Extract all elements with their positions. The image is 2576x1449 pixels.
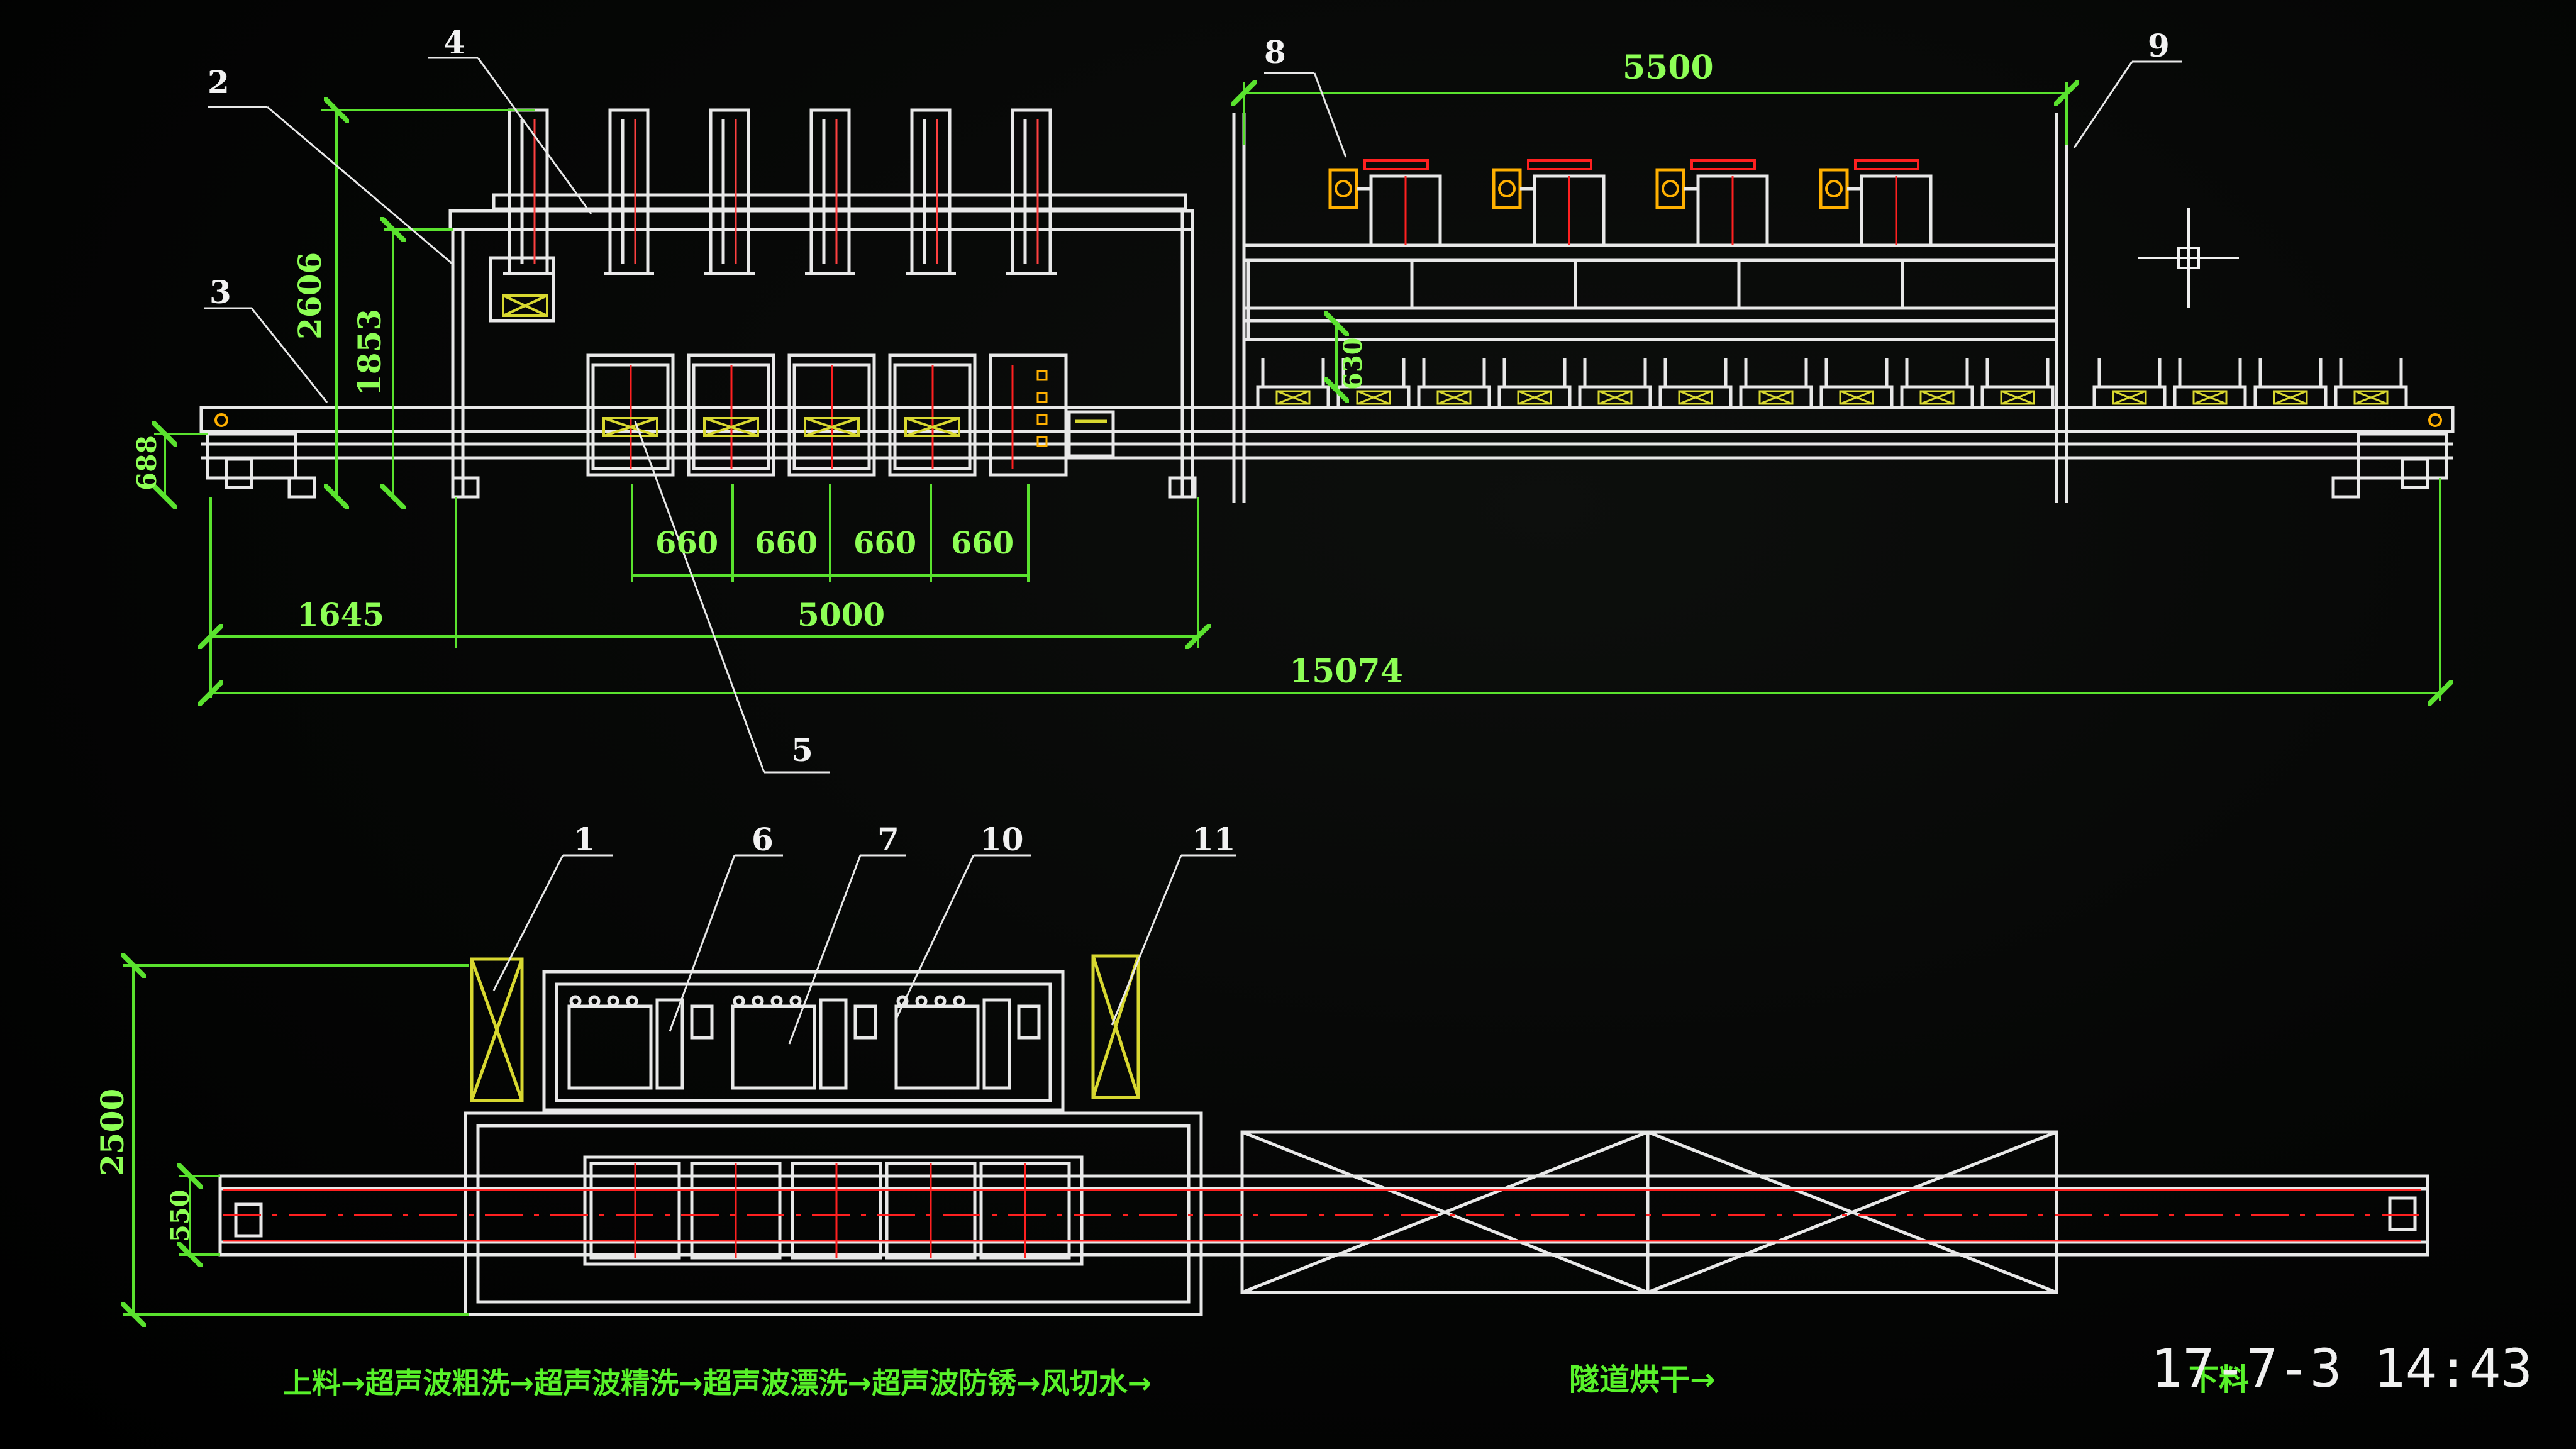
drying-caption: 隧道烘干→ bbox=[1569, 1362, 1715, 1397]
part-tag-11: 11 bbox=[1192, 821, 1236, 858]
crosshair-cursor-icon bbox=[2138, 208, 2239, 308]
dryer-heater bbox=[1819, 159, 1933, 247]
dim-dryer-width: 5500 bbox=[1623, 48, 1714, 87]
part-tag-4: 4 bbox=[443, 24, 465, 61]
top-view-part-tags: 1 6 7 10 11 bbox=[574, 821, 1236, 858]
part-tag-6: 6 bbox=[752, 821, 774, 858]
dim-tank-pitch-1: 660 bbox=[655, 526, 718, 561]
wash-tank-top bbox=[567, 995, 714, 1090]
basket bbox=[1980, 358, 2055, 409]
lifting-cylinder bbox=[503, 108, 553, 275]
part-tag-3: 3 bbox=[209, 274, 231, 311]
dim-tank-pitch-4: 660 bbox=[951, 526, 1014, 561]
dim-tank-pitch-3: 660 bbox=[853, 526, 916, 561]
wash-tank bbox=[888, 353, 977, 477]
top-view-leader-lines bbox=[492, 854, 1236, 1045]
dryer-heater bbox=[1492, 159, 1606, 247]
dim-dryer-gap: 630 bbox=[1338, 338, 1368, 391]
dim-conveyor-width: 550 bbox=[165, 1190, 195, 1243]
lifting-cylinder bbox=[604, 108, 654, 275]
dryer-heater-units bbox=[1328, 159, 1933, 247]
side-view bbox=[199, 108, 2455, 503]
dim-conveyor-height: 688 bbox=[131, 435, 162, 491]
dim-frame-height: 1853 bbox=[351, 309, 388, 396]
conveyor-cell bbox=[589, 1162, 681, 1260]
dryer-heater bbox=[1328, 159, 1442, 247]
process-flow-caption: 上料→超声波粗洗→超声波精洗→超声波漂洗→超声波防锈→风切水→ bbox=[283, 1366, 1152, 1400]
dim-infeed-length: 1645 bbox=[297, 596, 384, 633]
wash-tank bbox=[687, 353, 775, 477]
wash-tank bbox=[787, 353, 876, 477]
basket bbox=[1578, 358, 1652, 409]
top-view bbox=[218, 954, 2429, 1316]
part-tag-8: 8 bbox=[1264, 33, 1286, 70]
part-tag-10: 10 bbox=[980, 821, 1024, 858]
top-view-dimension-texts: 2500 550 bbox=[94, 1089, 195, 1242]
basket bbox=[2334, 358, 2408, 409]
lifting-cylinder bbox=[906, 108, 956, 275]
basket bbox=[1256, 358, 1330, 409]
basket bbox=[1497, 358, 1572, 409]
air-knife-section bbox=[1067, 410, 1115, 458]
conveyor-cell bbox=[885, 1162, 977, 1260]
unload-caption: 下料 bbox=[2189, 1362, 2249, 1397]
lifting-cylinder bbox=[1006, 108, 1057, 275]
lifting-cylinder bbox=[805, 108, 855, 275]
lifting-cylinder bbox=[704, 108, 755, 275]
basket bbox=[1819, 358, 1894, 409]
basket bbox=[1417, 358, 1491, 409]
basket bbox=[1900, 358, 1974, 409]
dryer-heater bbox=[1655, 159, 1769, 247]
side-view-leader-lines bbox=[204, 57, 2182, 774]
basket bbox=[1739, 358, 1813, 409]
wash-tank-top bbox=[731, 995, 877, 1090]
workpiece-baskets bbox=[1256, 358, 2408, 409]
washer-gantry-frame bbox=[448, 193, 1194, 497]
anti-rust-tank bbox=[989, 353, 1068, 477]
conveyor-cells-top bbox=[589, 1162, 1071, 1260]
part-tag-7: 7 bbox=[877, 821, 899, 858]
conveyor-cell bbox=[791, 1162, 882, 1260]
conveyor-cell bbox=[979, 1162, 1071, 1260]
basket bbox=[2092, 358, 2167, 409]
side-view-dimension-lines bbox=[154, 82, 2440, 701]
lifting-cylinders bbox=[503, 108, 1057, 275]
side-view-part-tags: 2 3 4 5 8 9 bbox=[208, 24, 2170, 769]
washing-tanks-side bbox=[586, 353, 1068, 477]
basket bbox=[2253, 358, 2328, 409]
part-tag-9: 9 bbox=[2148, 27, 2170, 64]
dim-overall-width: 2500 bbox=[94, 1089, 131, 1176]
conveyor-rail bbox=[199, 406, 2455, 499]
wash-tank-top bbox=[894, 995, 1041, 1090]
part-tag-1: 1 bbox=[574, 821, 596, 858]
top-view-center-lines bbox=[223, 1189, 2421, 1242]
part-tag-2: 2 bbox=[208, 64, 230, 101]
conveyor-cell bbox=[690, 1162, 782, 1260]
dim-total-length: 15074 bbox=[1289, 652, 1403, 691]
part-tag-5: 5 bbox=[791, 731, 813, 769]
basket bbox=[1658, 358, 1733, 409]
photo-timestamp: 17-7-3 14:43 bbox=[2151, 1338, 2533, 1399]
wash-tank bbox=[586, 353, 675, 477]
top-view-dimension-lines bbox=[123, 965, 469, 1314]
tunnel-dryer-frame bbox=[1232, 113, 2068, 503]
side-view-dimension-texts: 2606 1853 688 630 5500 660 660 660 660 1… bbox=[131, 48, 1714, 691]
dim-overall-height: 2606 bbox=[291, 252, 328, 340]
dim-tank-pitch-2: 660 bbox=[755, 526, 818, 561]
washing-tanks-top bbox=[567, 995, 1041, 1090]
basket bbox=[2173, 358, 2247, 409]
dim-washer-length: 5000 bbox=[797, 596, 885, 633]
